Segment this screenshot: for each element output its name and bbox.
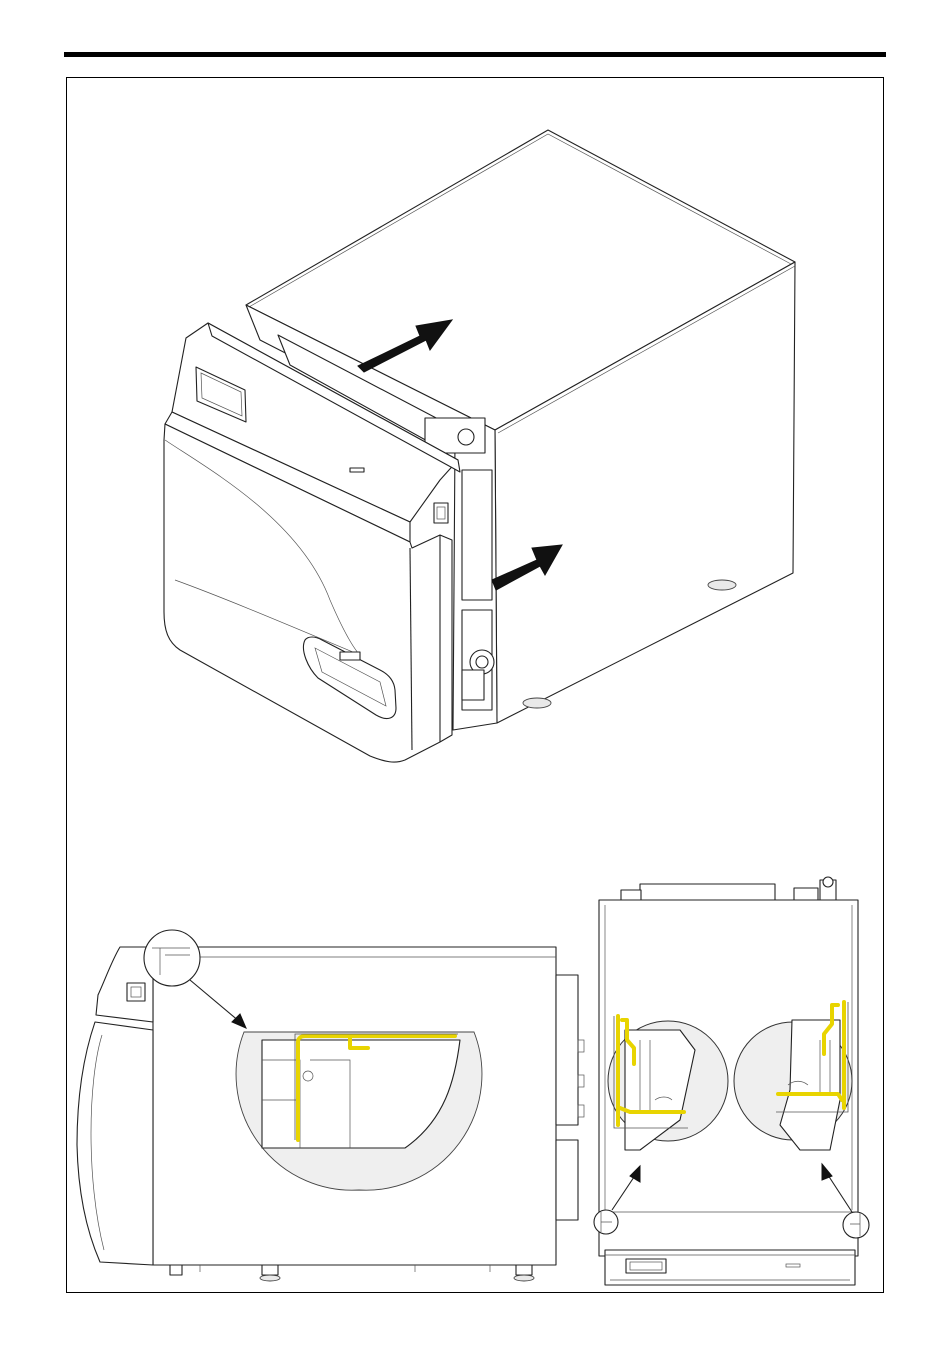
side-view: [77, 930, 584, 1281]
power-switch-icon: [434, 503, 448, 523]
isometric-view: [164, 130, 795, 762]
magnifier-circle-icon: [144, 930, 200, 986]
side-power-switch-icon: [127, 983, 145, 1001]
logo-mark: [350, 468, 364, 472]
magnifier-circle-icon: [843, 1212, 869, 1238]
front-view: [594, 877, 869, 1285]
front-display-icon: [626, 1259, 666, 1273]
